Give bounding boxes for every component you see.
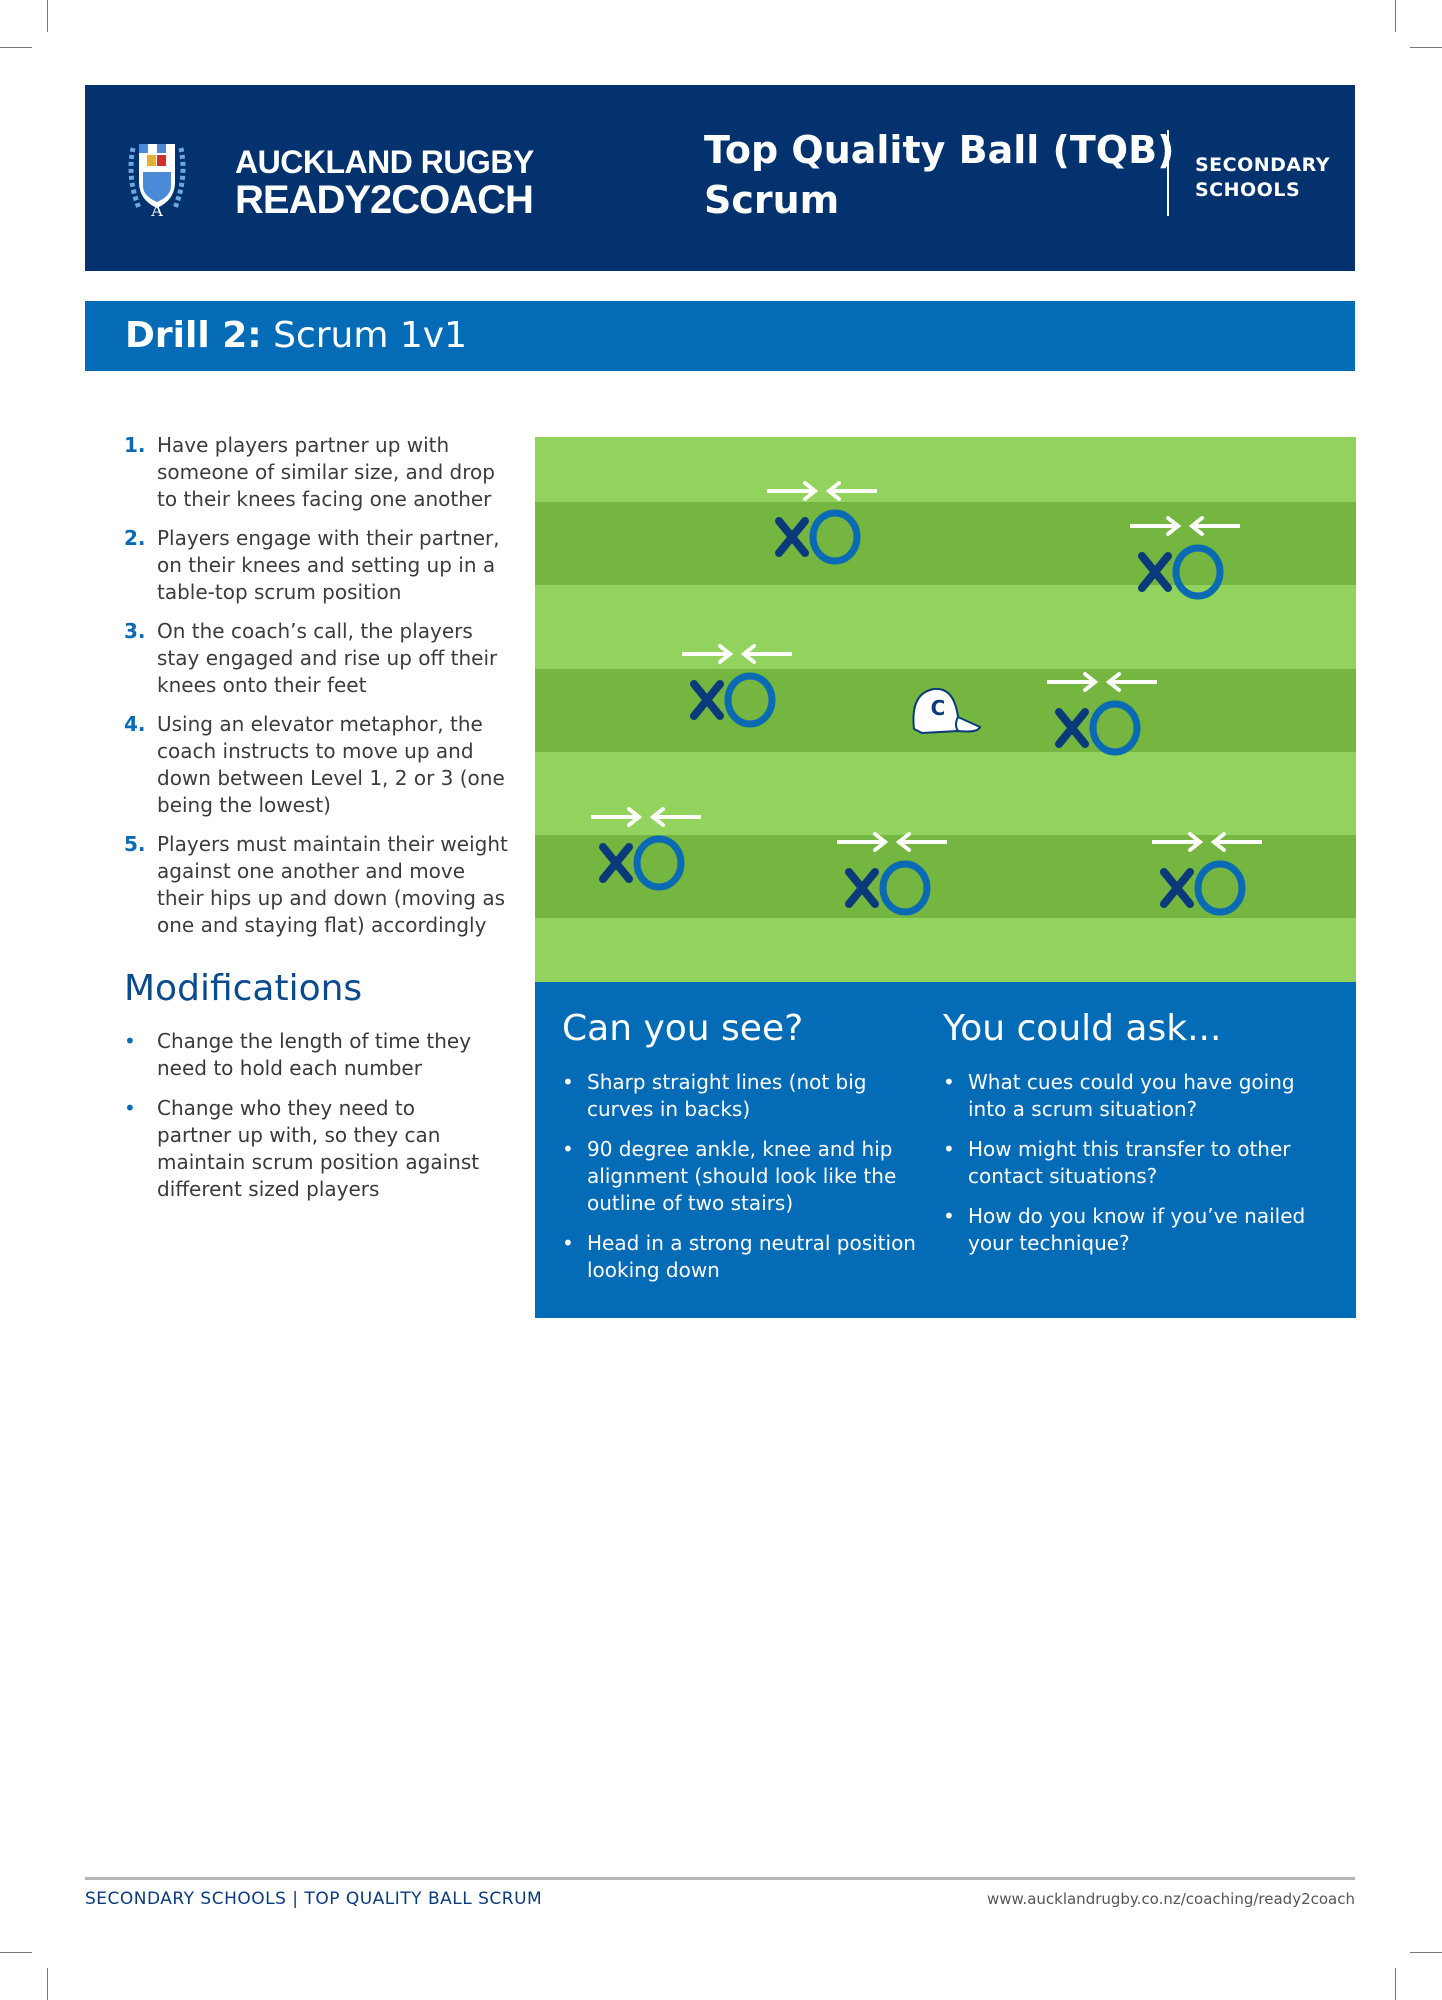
- drill-steps-list: 1. Have players partner up with someone o…: [124, 432, 514, 951]
- you-could-ask-item: How might this transfer to other contact…: [943, 1136, 1313, 1190]
- player-o-icon: [1172, 544, 1224, 600]
- player-x-icon: [1055, 708, 1089, 748]
- can-you-see-item: Sharp straight lines (not big curves in …: [562, 1069, 932, 1123]
- player-o-icon: [724, 672, 776, 728]
- step-number: 5.: [124, 832, 146, 856]
- can-you-see-item: Head in a strong neutral position lookin…: [562, 1230, 932, 1284]
- push-arrows-icon: [1128, 516, 1242, 536]
- scrum-pair: [589, 807, 703, 897]
- audience-line-1: SECONDARY: [1195, 154, 1330, 176]
- page-header: A AUCKLAND RUGBY READY2COACH Top Quality…: [85, 85, 1355, 271]
- auckland-rugby-crest-logo: A: [128, 144, 186, 220]
- drill-name: Scrum 1v1: [273, 315, 467, 356]
- can-you-see-section: Can you see? Sharp straight lines (not b…: [562, 1008, 932, 1297]
- player-x-icon: [1160, 868, 1194, 908]
- player-x-icon: [690, 680, 724, 720]
- svg-text:A: A: [150, 201, 163, 220]
- player-x-icon: [845, 868, 879, 908]
- step-text: Players engage with their partner, on th…: [157, 526, 500, 604]
- crop-mark: [47, 0, 48, 32]
- player-o-icon: [879, 860, 931, 916]
- brand-line-1: AUCKLAND RUGBY: [235, 144, 534, 180]
- scrum-pair: [680, 644, 794, 734]
- player-x-icon: [775, 517, 809, 557]
- player-x-icon: [599, 843, 633, 883]
- crop-mark: [0, 47, 32, 48]
- audience-line-2: SCHOOLS: [1195, 179, 1301, 201]
- you-could-ask-item: How do you know if you’ve nailed your te…: [943, 1203, 1313, 1257]
- coaching-points-box: Can you see? Sharp straight lines (not b…: [535, 982, 1356, 1318]
- scrum-pair: [765, 481, 879, 571]
- push-arrows-icon: [589, 807, 703, 827]
- scrum-pair: [1045, 672, 1159, 762]
- modification-item: Change the length of time they need to h…: [124, 1028, 484, 1082]
- modifications-heading: Modifications: [124, 968, 363, 1009]
- footer-website-link[interactable]: www.aucklandrugby.co.nz/coaching/ready2c…: [987, 1890, 1355, 1908]
- crop-mark: [1395, 1968, 1396, 2000]
- can-you-see-item: 90 degree ankle, knee and hip alignment …: [562, 1136, 932, 1217]
- modifications-list: Change the length of time they need to h…: [124, 1028, 484, 1216]
- player-o-icon: [633, 835, 685, 891]
- you-could-ask-list: What cues could you have going into a sc…: [943, 1069, 1313, 1257]
- step-text: Players must maintain their weight again…: [157, 832, 508, 937]
- player-x-icon: [1138, 552, 1172, 592]
- step-text: Using an elevator metaphor, the coach in…: [157, 712, 505, 817]
- coach-cap-icon: C: [912, 687, 982, 735]
- header-divider: [1167, 130, 1169, 216]
- drill-title: Drill 2: Scrum 1v1: [125, 315, 467, 356]
- can-you-see-list: Sharp straight lines (not big curves in …: [562, 1069, 932, 1284]
- push-arrows-icon: [1045, 672, 1159, 692]
- push-arrows-icon: [1150, 832, 1264, 852]
- step-item: 5. Players must maintain their weight aga…: [124, 831, 514, 939]
- step-item: 3. On the coach’s call, the players stay …: [124, 618, 514, 699]
- step-text: On the coach’s call, the players stay en…: [157, 619, 498, 697]
- title-line-2: Scrum: [704, 178, 840, 222]
- player-o-icon: [1089, 700, 1141, 756]
- you-could-ask-section: You could ask... What cues could you hav…: [943, 1008, 1313, 1270]
- step-number: 1.: [124, 433, 146, 457]
- drill-diagram-field: C: [535, 437, 1356, 982]
- drill-title-bar: Drill 2: Scrum 1v1: [85, 301, 1355, 371]
- step-text: Have players partner up with someone of …: [157, 433, 495, 511]
- title-line-1: Top Quality Ball (TQB): [704, 128, 1175, 172]
- grass-stripe: [535, 835, 1356, 918]
- footer-document-label: SECONDARY SCHOOLS | TOP QUALITY BALL SCR…: [85, 1889, 543, 1909]
- you-could-ask-item: What cues could you have going into a sc…: [943, 1069, 1313, 1123]
- svg-text:C: C: [931, 696, 946, 720]
- step-item: 2. Players engage with their partner, on …: [124, 525, 514, 606]
- brand-line-2: READY2COACH: [235, 178, 534, 222]
- audience-label: SECONDARY SCHOOLS: [1195, 153, 1330, 203]
- player-o-icon: [1194, 860, 1246, 916]
- step-number: 2.: [124, 526, 146, 550]
- step-number: 3.: [124, 619, 146, 643]
- crop-mark: [1410, 47, 1442, 48]
- crop-mark: [0, 1952, 32, 1953]
- scrum-pair: [1128, 516, 1242, 606]
- step-item: 1. Have players partner up with someone o…: [124, 432, 514, 513]
- can-you-see-heading: Can you see?: [562, 1008, 804, 1049]
- modification-item: Change who they need to partner up with,…: [124, 1095, 484, 1203]
- crop-mark: [1395, 0, 1396, 32]
- you-could-ask-heading: You could ask...: [943, 1008, 1222, 1049]
- push-arrows-icon: [835, 832, 949, 852]
- crop-mark: [1410, 1952, 1442, 1953]
- crop-mark: [47, 1968, 48, 2000]
- scrum-pair: [1150, 832, 1264, 922]
- step-number: 4.: [124, 712, 146, 736]
- step-item: 4. Using an elevator metaphor, the coach …: [124, 711, 514, 819]
- push-arrows-icon: [765, 481, 879, 501]
- document-title: Top Quality Ball (TQB) Scrum: [704, 125, 1174, 225]
- scrum-pair: [835, 832, 949, 922]
- player-o-icon: [809, 509, 861, 565]
- drill-number: Drill 2:: [125, 315, 262, 356]
- push-arrows-icon: [680, 644, 794, 664]
- footer-divider: [85, 1877, 1355, 1880]
- brand-wordmark: AUCKLAND RUGBY READY2COACH: [235, 143, 534, 222]
